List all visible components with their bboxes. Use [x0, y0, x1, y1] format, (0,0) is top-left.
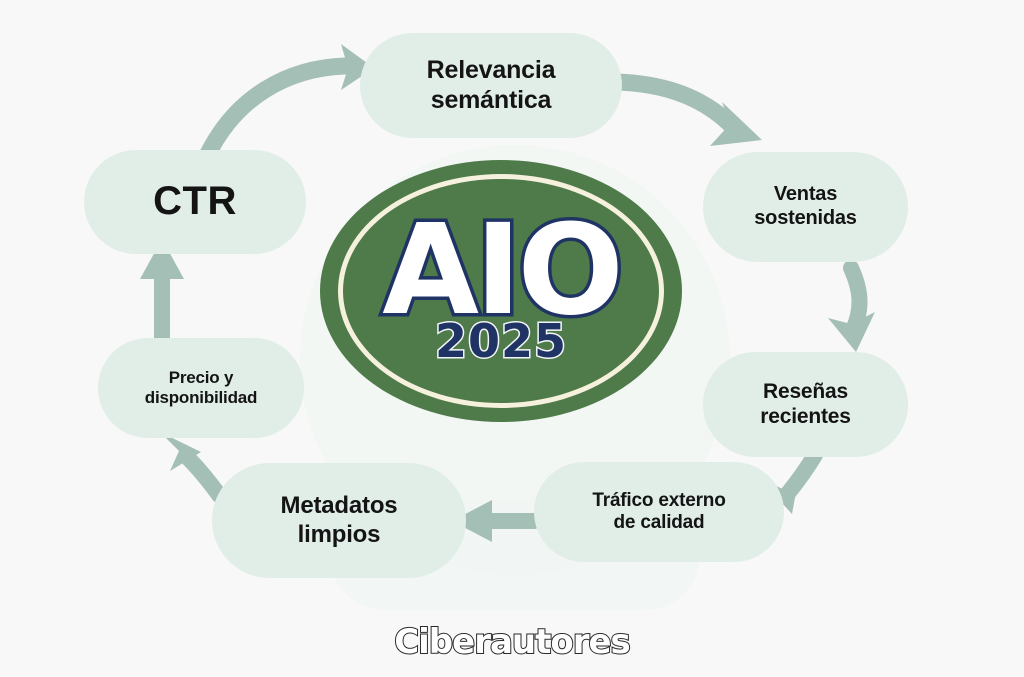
arrow-metadatos-to-precio — [160, 432, 227, 503]
node-resenas-recientes[interactable]: Reseñas recientes — [703, 352, 908, 457]
node-relevancia-semantica[interactable]: Relevancia semántica — [360, 33, 622, 138]
node-label: Ventas sostenidas — [754, 183, 857, 229]
arrow-precio-to-ctr — [140, 239, 184, 348]
arrow-ctr-to-relevancia — [196, 44, 374, 169]
arrow-ventas-to-resenas — [828, 260, 875, 352]
node-metadatos-limpios[interactable]: Metadatos limpios — [212, 463, 466, 578]
logo-text-group: AIO 2025 — [320, 160, 682, 422]
arrow-relevancia-to-ventas — [608, 73, 762, 146]
logo-year: 2025 — [433, 313, 568, 368]
arrow-trafico-to-metadatos — [452, 500, 542, 542]
node-label: Tráfico externo de calidad — [592, 489, 726, 533]
node-label: Reseñas recientes — [760, 379, 851, 428]
node-label: Relevancia semántica — [426, 56, 556, 114]
node-label: Metadatos limpios — [280, 492, 398, 548]
node-ctr[interactable]: CTR — [84, 150, 306, 254]
node-label: CTR — [153, 179, 237, 224]
logo-ring — [338, 174, 664, 408]
node-precio-disponibilidad[interactable]: Precio y disponibilidad — [98, 338, 304, 438]
node-ventas-sostenidas[interactable]: Ventas sostenidas — [703, 152, 908, 262]
aio-logo: AIO 2025 — [320, 160, 682, 422]
node-label: Precio y disponibilidad — [144, 367, 258, 407]
node-trafico-externo[interactable]: Tráfico externo de calidad — [534, 462, 784, 562]
logo-title: AIO — [379, 197, 627, 343]
watermark-ciberautores: Ciberautores — [393, 621, 632, 663]
